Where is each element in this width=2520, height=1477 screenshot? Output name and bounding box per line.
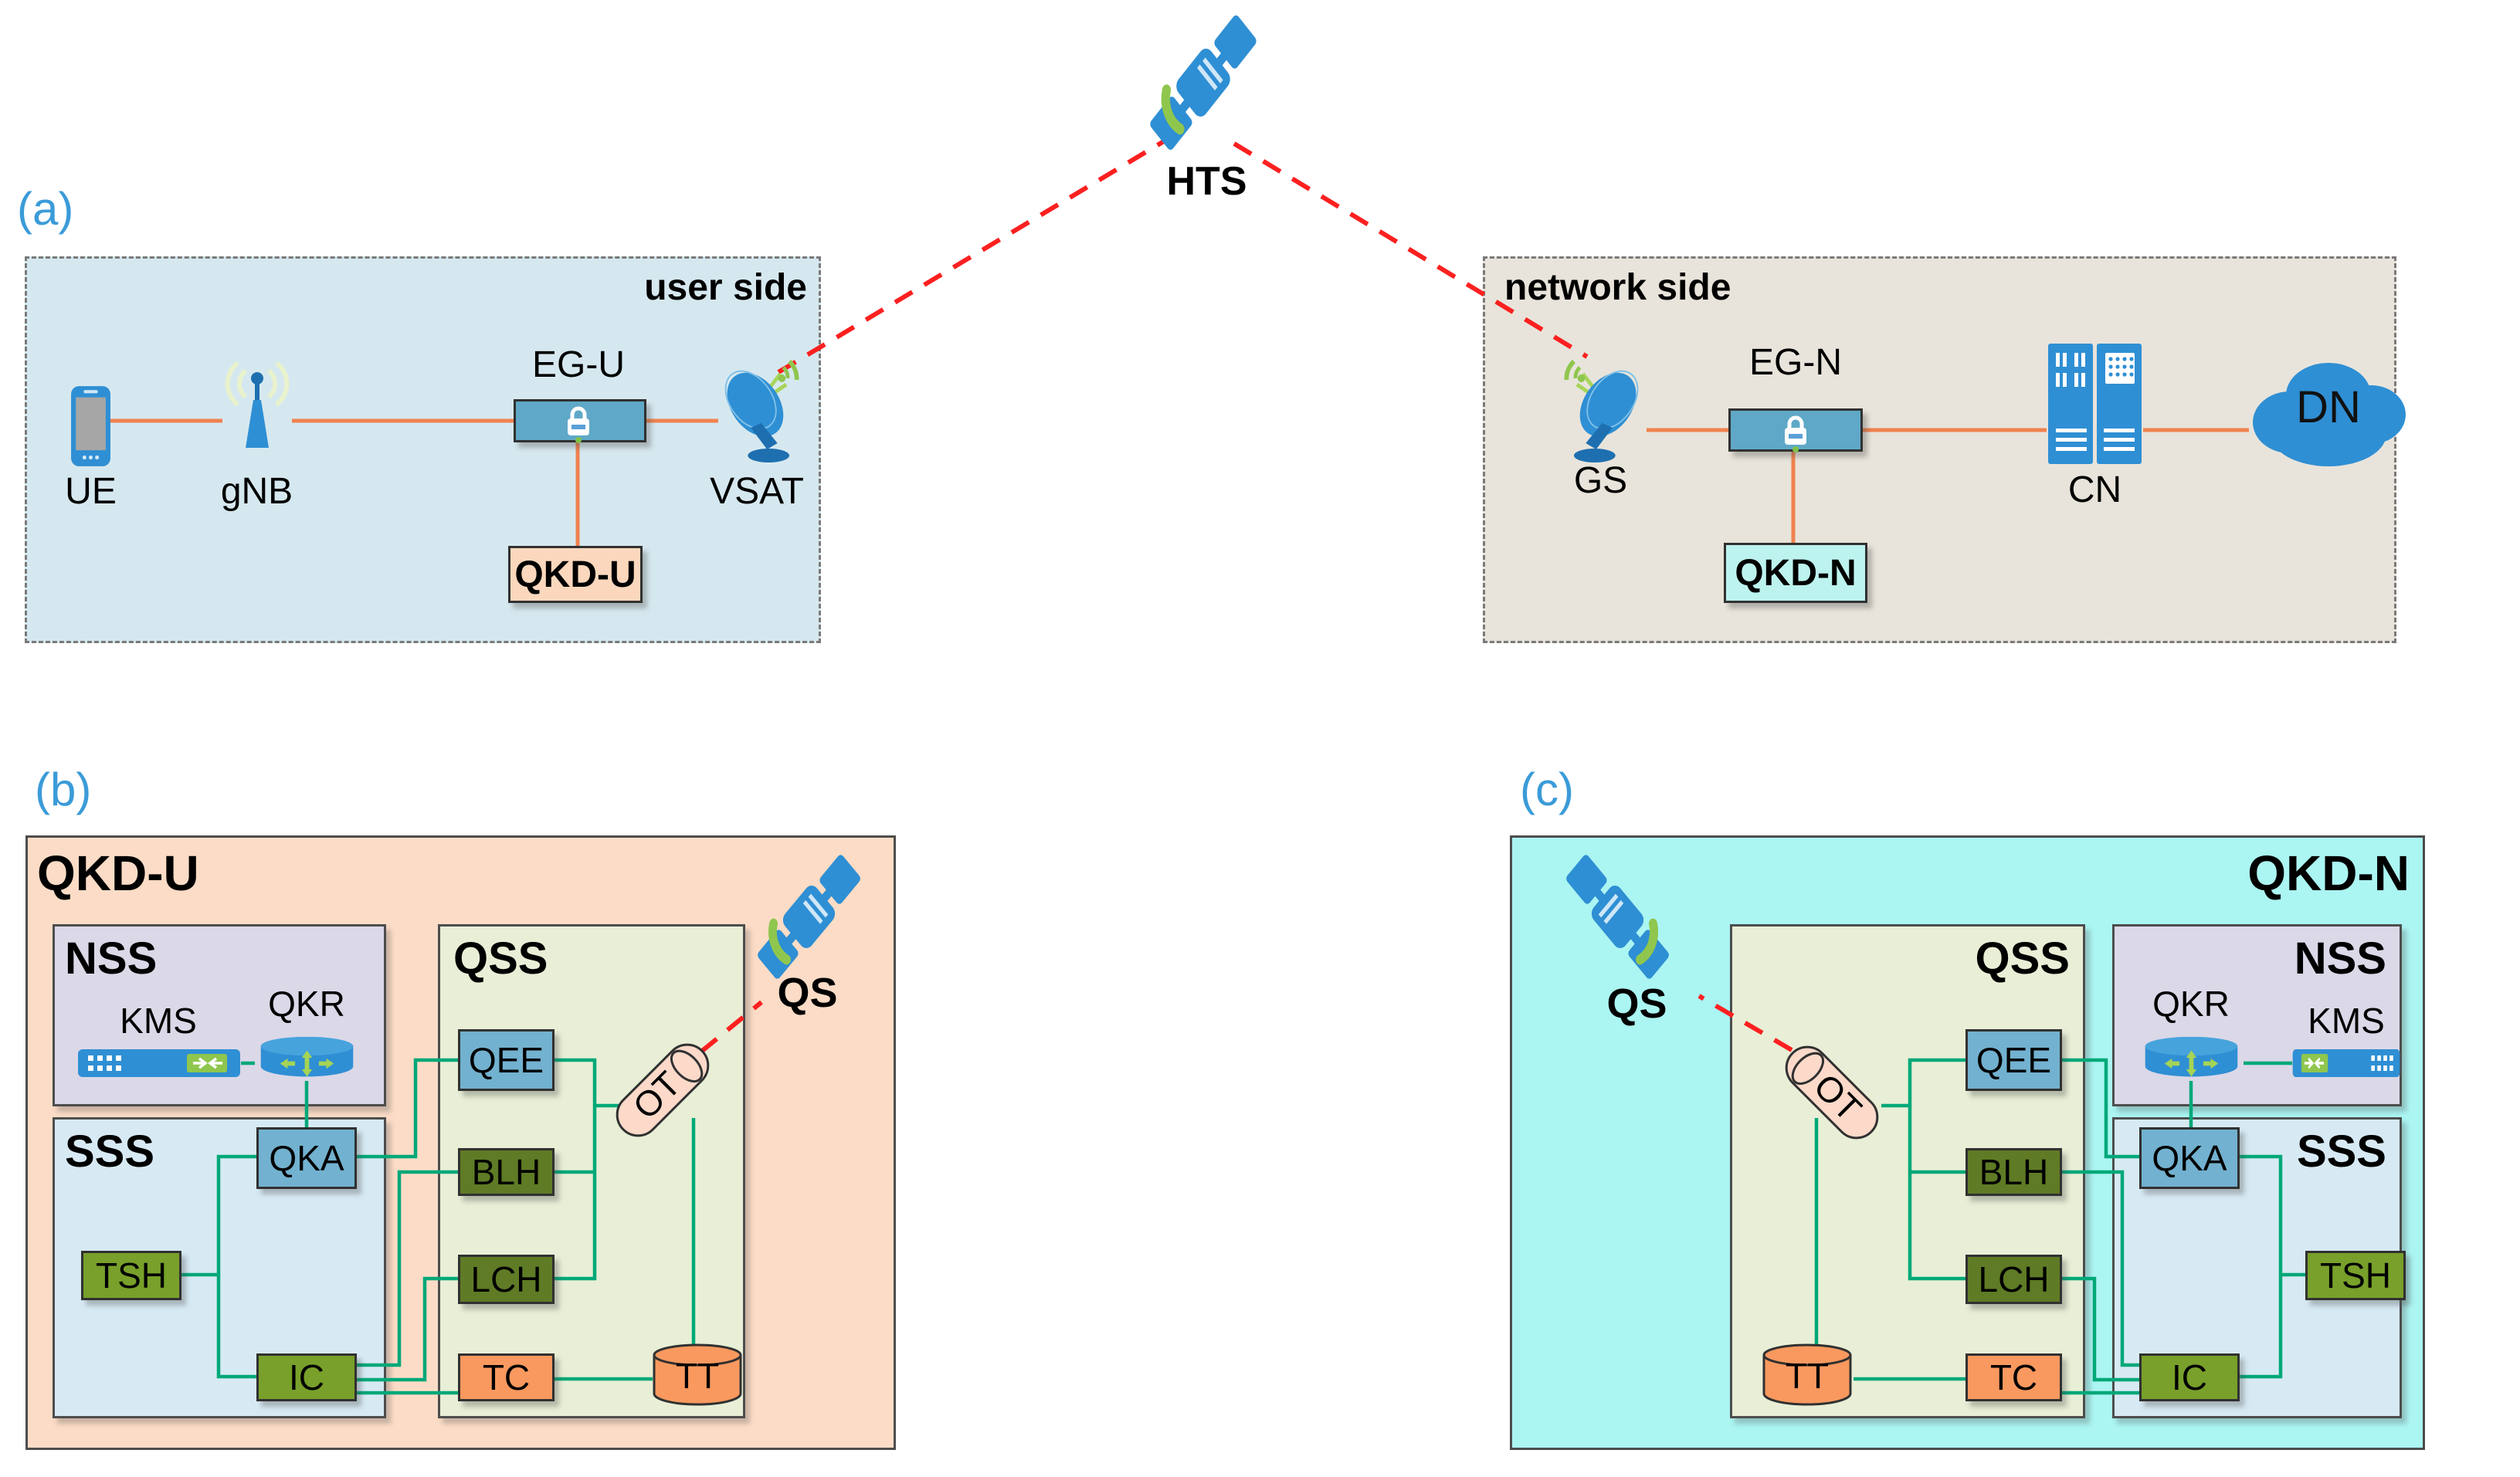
lch-box-b: LCH [458,1255,555,1304]
ue-phone-icon [70,384,112,468]
panel-b-tag: (b) [35,764,92,815]
network-side-box [1483,256,2396,643]
nss-title-b: NSS [65,933,158,984]
eg-n-lock-icon [1779,412,1813,453]
eg-u-lock-icon [561,402,595,444]
green-links-c [1814,1058,2305,1395]
eg-n-label: EG-N [1749,342,1842,383]
orange-links [110,418,2249,546]
qee-box-c: QEE [1965,1029,2062,1091]
qkr-router-icon-b [255,1035,359,1081]
qss-title-c: QSS [1975,933,2071,984]
kms-label-c: KMS [2308,1001,2385,1041]
tt-label-c: TT [1785,1356,1830,1396]
cn-label: CN [2067,469,2122,510]
qkd-n-small-box: QKD-N [1724,543,1867,603]
lch-box-c: LCH [1965,1255,2062,1304]
red-dashed-links [700,137,1793,1054]
gnb-label: gNB [220,471,293,512]
tsh-box-c: TSH [2305,1251,2406,1300]
kms-switch-icon-c [2292,1047,2400,1079]
sss-title-b: SSS [65,1126,155,1177]
qs-satellite-icon-b [753,849,865,984]
qkr-label-c: QKR [2152,984,2230,1024]
green-links-b [181,1058,696,1395]
ot-capsule-b: OT [605,1033,720,1147]
tc-box-c: TC [1965,1353,2062,1401]
tt-cylinder-c [1761,1342,1854,1408]
vsat-label: VSAT [710,471,804,512]
gnb-antenna-icon [222,357,292,461]
nss-title-c: NSS [2294,933,2386,984]
kms-switch-icon-b [77,1047,241,1079]
qss-title-b: QSS [453,933,548,984]
gs-label: GS [1573,460,1628,501]
dn-label: DN [2296,382,2361,432]
tt-cylinder-b [651,1342,744,1408]
hts-label: HTS [1166,159,1247,204]
qkd-u-panel-title: QKD-U [37,845,199,901]
qkd-n-panel-title: QKD-N [2247,845,2410,901]
eg-u-label: EG-U [532,344,625,385]
tt-label-b: TT [675,1356,720,1396]
qkr-router-icon-c [2139,1035,2244,1081]
kms-label-b: KMS [120,1001,197,1041]
qka-box-b: QKA [256,1127,357,1189]
ot-capsule-c: OT [1775,1035,1889,1150]
tsh-box-b: TSH [81,1251,181,1300]
hts-satellite-icon [1145,9,1261,156]
sss-title-c: SSS [2296,1126,2386,1177]
vsat-dish-icon [718,357,807,473]
ic-box-c: IC [2139,1353,2240,1401]
cn-servers-icon [2047,342,2143,466]
ic-box-b: IC [256,1353,357,1401]
network-side-title: network side [1504,267,1731,308]
qkd-u-small-box: QKD-U [508,546,643,603]
gs-dish-icon [1556,357,1645,473]
qs-label-b: QS [777,970,838,1016]
user-side-box [25,256,821,643]
qs-satellite-icon-c [1562,849,1674,984]
panel-a-tag: (a) [17,183,74,235]
ue-label: UE [65,471,117,512]
user-side-title: user side [644,267,807,308]
qkr-label-b: QKR [268,984,345,1024]
qs-label-c: QS [1606,981,1667,1027]
tc-box-b: TC [458,1353,555,1401]
blh-box-c: BLH [1965,1148,2062,1196]
qee-box-b: QEE [458,1029,555,1091]
panel-c-tag: (c) [1520,764,1574,815]
qka-box-c: QKA [2139,1127,2240,1189]
blh-box-b: BLH [458,1148,555,1196]
dn-cloud-icon [2236,349,2417,476]
